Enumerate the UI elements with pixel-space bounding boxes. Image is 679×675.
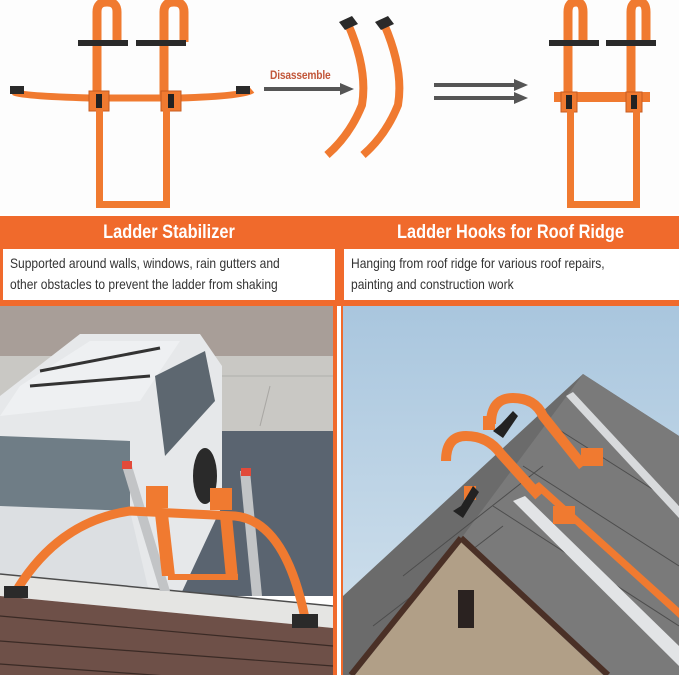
- arrow-right-icon: [264, 87, 340, 91]
- feature-description: Supported around walls, windows, rain gu…: [3, 249, 335, 300]
- feature-description: Hanging from roof ridge for various roof…: [344, 249, 679, 300]
- description-line: Hanging from roof ridge for various roof…: [351, 255, 605, 271]
- feature-title: Ladder Stabilizer: [103, 222, 235, 243]
- stabilizer-arm-image: [4, 486, 318, 628]
- photo-ladder-stabilizer: [0, 306, 337, 675]
- description-line: Supported around walls, windows, rain gu…: [10, 255, 280, 271]
- full-stabilizer-icon: [10, 0, 255, 208]
- double-arrow-right-icon: [434, 79, 528, 104]
- product-diagram: Disassemble: [0, 0, 679, 214]
- feature-banner: Ladder Stabilizer Supported around walls…: [0, 216, 679, 306]
- feature-roof-ridge-hooks: Ladder Hooks for Roof Ridge Hanging from…: [342, 216, 679, 306]
- stabilizer-disassembly-illustration: [10, 0, 656, 208]
- disassemble-label: Disassemble: [270, 68, 331, 82]
- suv-image: [0, 334, 222, 596]
- detached-arms-icon: [324, 16, 404, 159]
- ladder-hooks-image: [441, 392, 603, 524]
- description-line: painting and construction work: [351, 276, 514, 292]
- compact-ladder-hook-icon: [549, 0, 656, 208]
- ladder-image: [122, 461, 262, 596]
- photo-roof-ridge-hooks: [341, 306, 679, 675]
- feature-title: Ladder Hooks for Roof Ridge: [397, 222, 624, 243]
- description-line: other obstacles to prevent the ladder fr…: [10, 276, 278, 292]
- feature-ladder-stabilizer: Ladder Stabilizer Supported around walls…: [0, 216, 338, 306]
